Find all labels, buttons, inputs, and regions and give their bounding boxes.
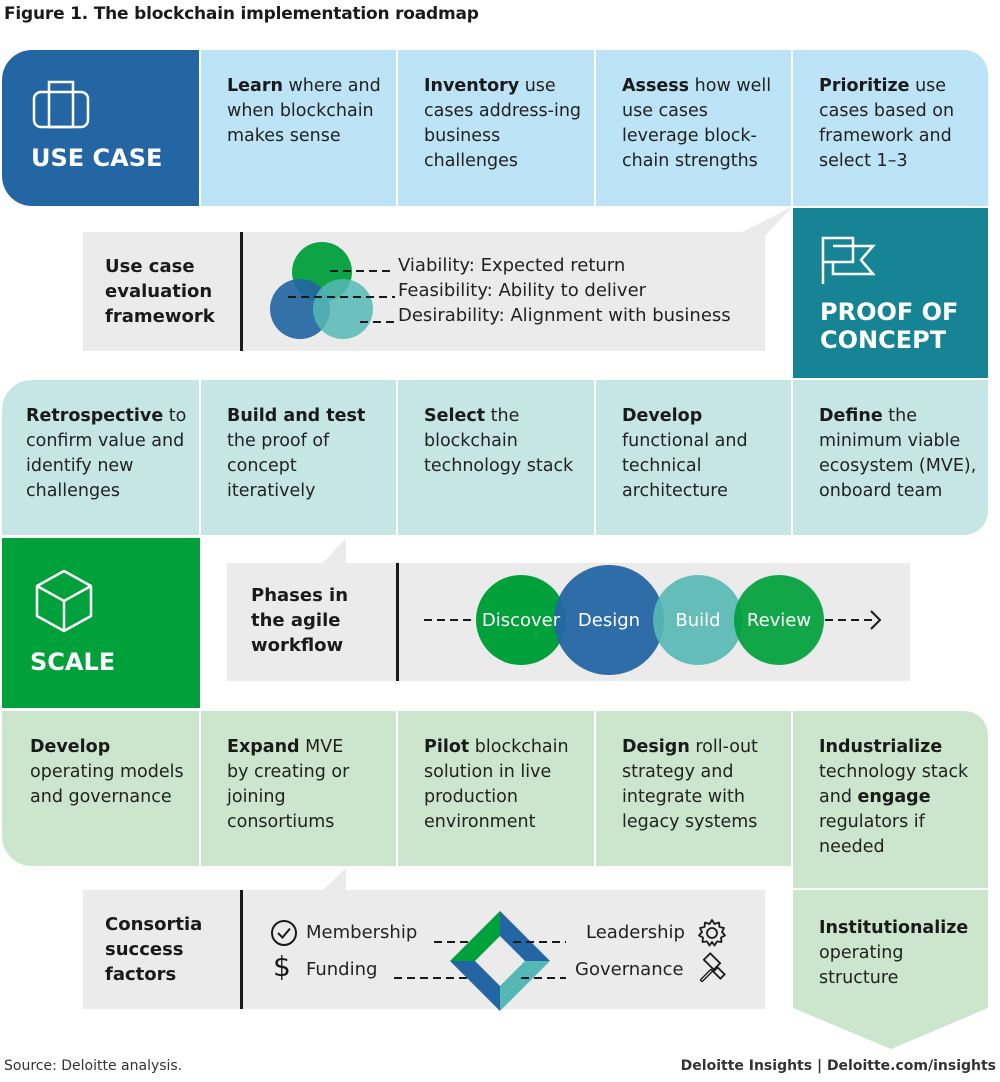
diamond-segment-blue-top <box>500 911 550 961</box>
scale-step-industrialize: Industrialize technology stack and engag… <box>793 711 988 888</box>
step-verb: Develop <box>622 406 703 426</box>
gear-icon <box>698 919 726 947</box>
scale-label: SCALE <box>30 648 116 676</box>
briefcase-icon <box>32 80 90 129</box>
cube-icon <box>35 569 93 633</box>
scale-step-pilot: Pilot blockchain solution in live produc… <box>398 711 594 866</box>
dollar-icon: $ <box>273 950 291 983</box>
step-verb-secondary: engage <box>857 787 931 807</box>
step-description: to confirm value and identify new challe… <box>26 406 187 501</box>
use-case-step-learn: Learn where and when blockchain makes se… <box>201 50 396 206</box>
divider <box>240 232 243 351</box>
scale-step-institutionalize: Institutionalize operating structure <box>793 890 988 1000</box>
phase-circle-discover <box>476 575 566 665</box>
checkmark-circle-icon <box>271 920 297 946</box>
phase-label-review: Review <box>747 610 811 631</box>
phase-circle-design <box>554 565 664 675</box>
step-verb: Institutionalize <box>819 918 969 938</box>
step-description: the blockchain technology stack <box>424 406 574 476</box>
step-description: use cases address-ing business challenge… <box>424 76 582 171</box>
callout-consortia-success-factors: Consortia success factors Membership $ F… <box>83 890 765 1011</box>
step-verb: Assess <box>622 76 690 96</box>
scale-step-expand: Expand MVE by creating or joining consor… <box>201 711 396 866</box>
step-verb: Select <box>424 406 486 426</box>
step-description: operating structure <box>819 943 904 988</box>
use-case-step-prioritize: Prioritize use cases based on framework … <box>793 50 988 206</box>
step-verb: Learn <box>227 76 283 96</box>
poc-step-retrospective: Retrospective to confirm value and ident… <box>2 380 199 535</box>
venn-desirability-circle <box>313 279 373 339</box>
diamond-segment-teal <box>500 961 550 1011</box>
poc-step-select: Select the blockchain technology stack <box>398 380 594 535</box>
factor-governance: Governance <box>575 959 684 980</box>
phase-circle-build <box>653 575 743 665</box>
step-verb: Inventory <box>424 76 520 96</box>
step-verb: Develop <box>30 737 111 757</box>
legend-viability: Viability: Expected return <box>398 255 626 276</box>
callout-evaluation-framework: Use case evaluation framework Viability:… <box>83 232 765 351</box>
use-case-step-inventory: Inventory use cases address-ing business… <box>398 50 594 206</box>
arrow-right-icon <box>870 610 882 630</box>
callout-agile-workflow: Phases in the agile workflow Discover Des… <box>227 563 910 681</box>
step-verb: Prioritize <box>819 76 910 96</box>
phase-label-build: Build <box>675 610 720 631</box>
proof-of-concept-phase-block: PROOF OF CONCEPT <box>793 208 988 378</box>
callout-title: Phases in the agile workflow <box>251 585 349 656</box>
publisher-credit: Deloitte Insights | Deloitte.com/insight… <box>680 1058 996 1074</box>
divider <box>240 890 243 1009</box>
factor-membership: Membership <box>306 922 418 943</box>
diamond-segment-green <box>450 911 500 961</box>
use-case-step-assess: Assess how well use cases leverage block… <box>596 50 791 206</box>
callout-title: Use case evaluation framework <box>105 256 215 327</box>
step-verb: Define <box>819 406 883 426</box>
step-description: blockchain solution in live production e… <box>424 737 569 832</box>
scale-step-develop: Develop operating models and governance <box>2 711 199 866</box>
step-description: regulators if needed <box>819 812 925 857</box>
phase-circle-review <box>734 575 824 665</box>
phase-label-design: Design <box>578 610 640 631</box>
poc-step-develop: Develop functional and technical archite… <box>596 380 791 535</box>
step-verb: Pilot <box>424 737 470 757</box>
callout-title: Consortia success factors <box>105 914 203 985</box>
flag-icon <box>821 236 876 284</box>
scale-step-design: Design roll-out strategy and integrate w… <box>596 711 791 866</box>
step-description: use cases based on framework and select … <box>819 76 955 171</box>
scale-phase-block: SCALE <box>2 538 200 708</box>
step-description: where and when blockchain makes sense <box>227 76 381 146</box>
diamond-segment-blue-bottom <box>450 961 500 1011</box>
divider <box>396 563 399 681</box>
venn-feasibility-circle <box>270 279 330 339</box>
step-description: operating models and governance <box>30 762 184 807</box>
poc-step-define: Define the minimum viable ecosystem (MVE… <box>793 380 988 535</box>
proof-of-concept-label: PROOF OF CONCEPT <box>820 298 959 354</box>
step-description: the proof of concept iteratively <box>227 431 330 501</box>
consortia-diamond-diagram <box>394 911 566 1011</box>
step-verb: Design <box>622 737 690 757</box>
step-verb: Industrialize <box>819 737 943 757</box>
step-verb: Retrospective <box>26 406 164 426</box>
phase-label-discover: Discover <box>482 610 561 631</box>
venn-diagram <box>270 242 395 339</box>
gavel-icon <box>700 952 726 982</box>
step-description: functional and technical architecture <box>622 431 748 501</box>
use-case-phase-block: USE CASE <box>2 50 199 206</box>
step-verb: Expand <box>227 737 300 757</box>
step-description: the minimum viable ecosystem (MVE), onbo… <box>819 406 977 501</box>
use-case-label: USE CASE <box>31 144 163 172</box>
step-description: MVE by creating or joining consortiums <box>227 737 350 832</box>
factor-funding: Funding <box>306 959 378 980</box>
step-description: how well use cases leverage block-chain … <box>622 76 772 171</box>
factor-leadership: Leadership <box>586 922 685 943</box>
legend-desirability: Desirability: Alignment with business <box>398 305 731 326</box>
legend-feasibility: Feasibility: Ability to deliver <box>398 280 647 301</box>
agile-workflow-diagram: Discover Design Build Review <box>424 565 882 675</box>
step-verb: Build and test <box>227 406 366 426</box>
poc-step-build-and-test: Build and test the proof of concept iter… <box>201 380 396 535</box>
source-note: Source: Deloitte analysis. <box>4 1058 183 1074</box>
figure-title: Figure 1. The blockchain implementation … <box>4 4 479 24</box>
step-description: roll-out strategy and integrate with leg… <box>622 737 758 832</box>
